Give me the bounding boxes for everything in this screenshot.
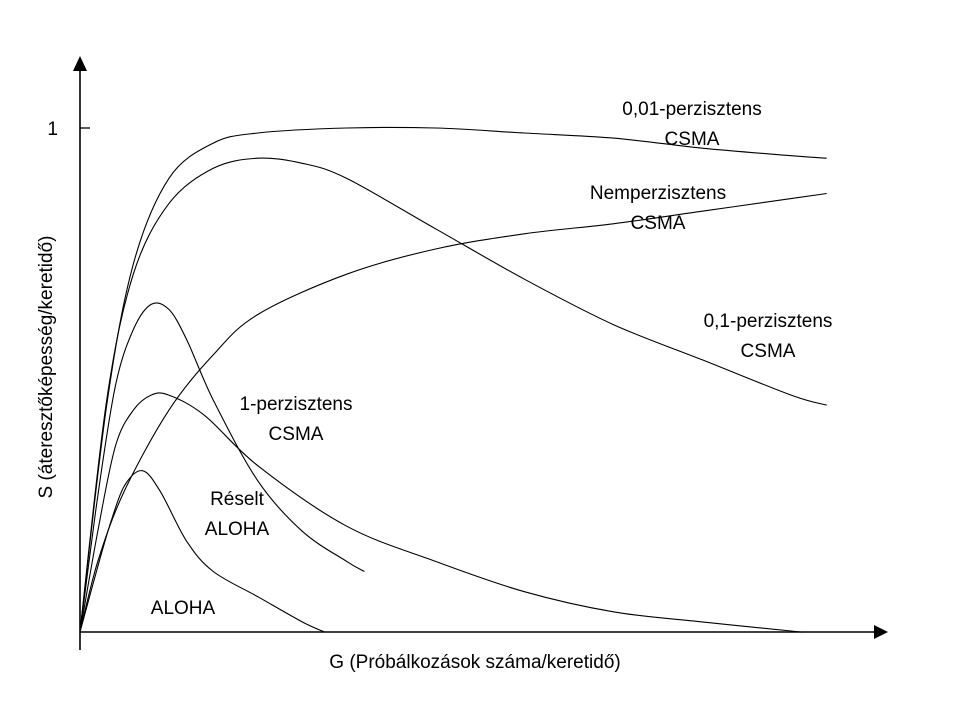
- series-labels: ALOHARéseltALOHA1-perzisztensCSMANemperz…: [151, 99, 833, 619]
- curves: [79, 126, 827, 633]
- y-ticks: 1: [47, 119, 90, 140]
- x-axis-arrow: [874, 625, 888, 639]
- series-line-3: [79, 192, 827, 633]
- x-axis-label: G (Próbálkozások száma/keretidő): [329, 652, 620, 673]
- series-label-1-1: ALOHA: [205, 519, 270, 540]
- series-label-4-0: 0,1-perzisztens: [704, 311, 833, 332]
- series-label-2-1: CSMA: [269, 424, 324, 445]
- series-line-2: [79, 302, 365, 633]
- series-label-0-0: ALOHA: [151, 598, 216, 619]
- series-line-4: [79, 157, 827, 633]
- y-tick-label-0: 1: [47, 119, 58, 140]
- y-axis-label: S (áteresztőképesség/keretidő): [36, 236, 57, 499]
- series-line-5: [79, 126, 827, 633]
- series-label-4-1: CSMA: [741, 341, 796, 362]
- series-label-3-0: Nemperzisztens: [590, 183, 726, 204]
- series-label-5-1: CSMA: [665, 129, 720, 150]
- series-label-3-1: CSMA: [631, 213, 686, 234]
- y-axis-arrow: [73, 56, 87, 71]
- series-label-1-0: Réselt: [210, 489, 265, 510]
- series-line-1: [79, 392, 802, 633]
- series-label-5-0: 0,01-perzisztens: [622, 99, 761, 120]
- series-label-2-0: 1-perzisztens: [240, 394, 353, 415]
- axes: [73, 56, 888, 650]
